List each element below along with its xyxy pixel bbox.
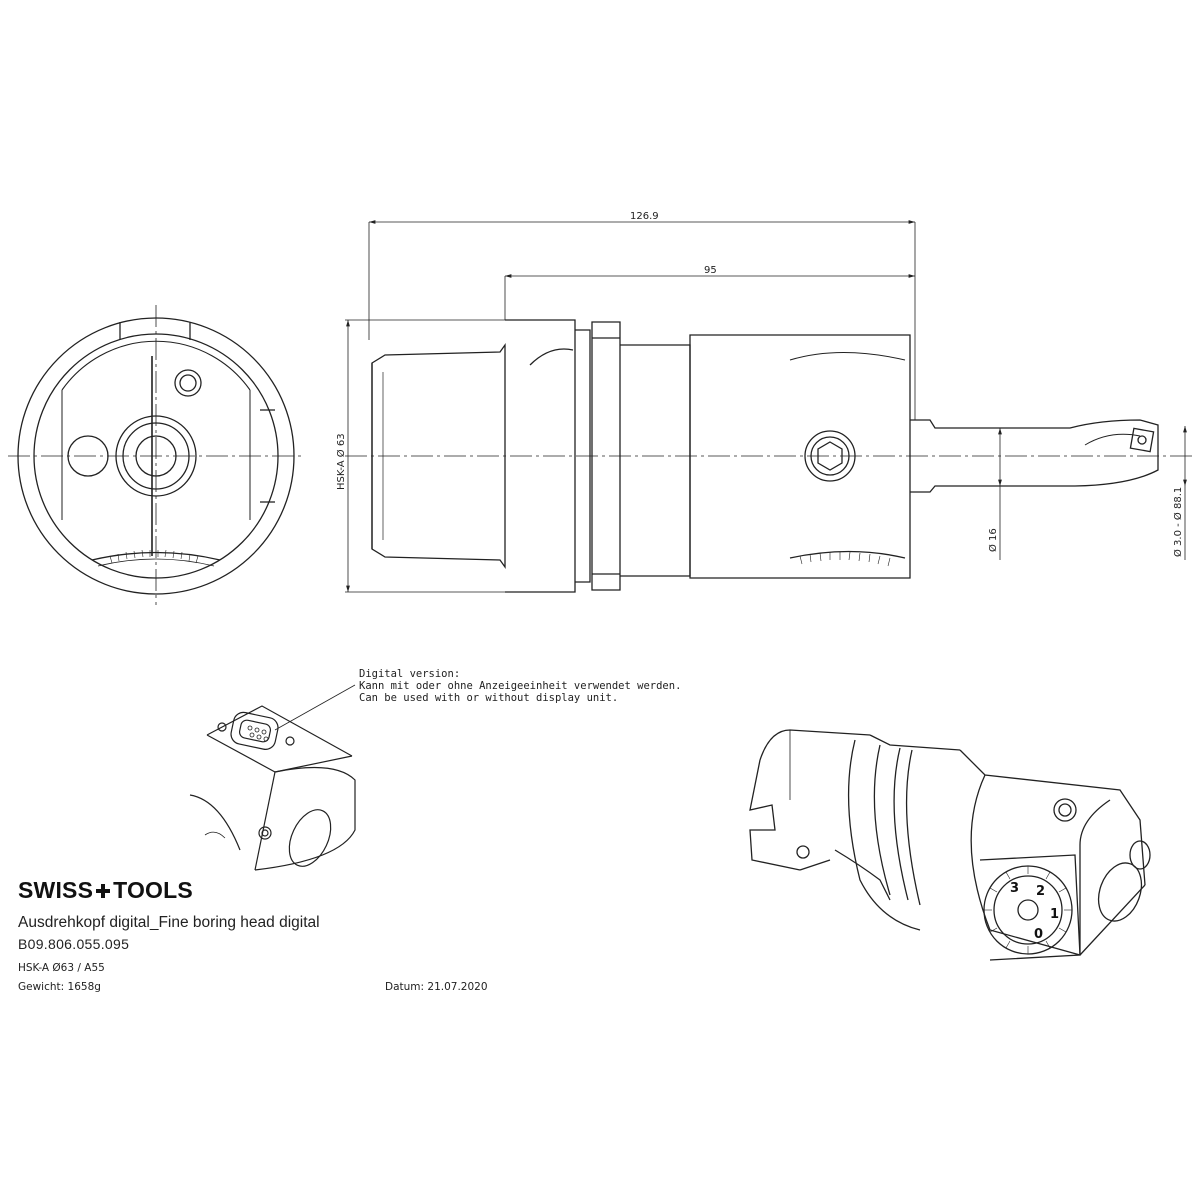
swiss-cross-icon — [94, 882, 112, 900]
bar-diameter-label: Ø 16 — [987, 528, 999, 552]
shank-diameter-label: HSK-A Ø 63 — [335, 433, 347, 490]
overall-length-label: 126.9 — [630, 211, 659, 222]
dial-number: 2 — [1036, 884, 1045, 899]
date-text: Datum: 21.07.2020 — [385, 981, 488, 993]
side-view — [345, 220, 1195, 593]
spec-text: HSK-A Ø63 / A55 — [18, 962, 105, 974]
brand-logo: SWISS TOOLS — [18, 877, 193, 904]
dial-number: 3 — [1010, 881, 1019, 896]
dimension-labels: 126.9 95 HSK-A Ø 63 Ø 16 Ø 3.0 - Ø 88.1 — [335, 211, 1184, 557]
digital-detail-view — [189, 684, 356, 871]
dial-number: 0 — [1034, 927, 1043, 942]
brand-right: TOOLS — [113, 877, 193, 903]
note-line: Digital version: — [359, 668, 461, 680]
digital-version-note: Digital version:Kann mit oder ohne Anzei… — [359, 668, 681, 704]
note-line: Kann mit oder ohne Anzeigeeinheit verwen… — [359, 680, 682, 692]
dial-number: 1 — [1050, 907, 1059, 922]
drawing-title: Ausdrehkopf digital_Fine boring head dig… — [18, 914, 320, 931]
isometric-view — [749, 729, 1151, 961]
weight-text: Gewicht: 1658g — [18, 981, 101, 993]
dial-numbers: 3 2 1 0 — [1010, 881, 1059, 942]
article-number: B09.806.055.095 — [18, 936, 130, 952]
body-length-label: 95 — [704, 265, 717, 276]
note-line: Can be used with or without display unit… — [359, 692, 619, 704]
brand-left: SWISS — [18, 877, 94, 903]
boring-range-label: Ø 3.0 - Ø 88.1 — [1172, 487, 1184, 557]
front-view — [8, 305, 305, 605]
